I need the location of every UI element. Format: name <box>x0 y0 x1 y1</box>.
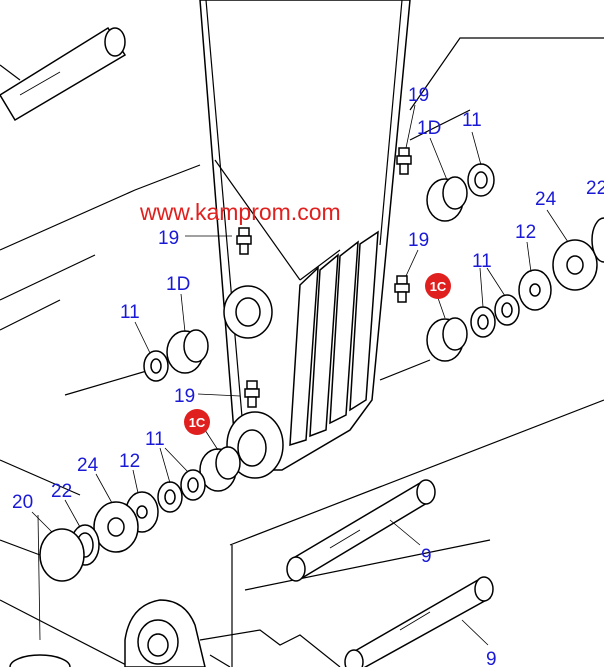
callout-1D-left: 1D <box>166 274 190 295</box>
callout-9-upper: 9 <box>421 546 432 567</box>
boom-arm <box>199 0 411 479</box>
seals-11-bottom <box>157 469 206 513</box>
leader-lines <box>31 104 569 646</box>
callout-11-right: 11 <box>472 251 492 272</box>
grease-fittings <box>236 147 412 408</box>
callout-19-top: 19 <box>408 85 429 106</box>
bushing-1C-right <box>426 317 468 362</box>
badges: 1C 1C <box>184 273 451 435</box>
frame-lines <box>0 37 604 667</box>
pin-upper-left <box>0 26 127 122</box>
callout-22-bottom: 22 <box>51 481 72 502</box>
callout-12-right: 12 <box>515 222 536 243</box>
pin-9-upper <box>286 479 436 582</box>
badge-1C-left <box>184 409 210 435</box>
callout-24-right: 24 <box>535 189 557 210</box>
seal-11-left <box>143 350 169 382</box>
callout-19-low: 19 <box>174 386 195 407</box>
ring-22-right <box>591 217 604 263</box>
callout-19-mid: 19 <box>408 230 429 251</box>
snap-ring-20 <box>39 528 85 582</box>
callout-11-top: 11 <box>462 110 482 131</box>
callout-19-left: 19 <box>158 228 179 249</box>
badge-1C-right-label: 1C <box>430 279 447 294</box>
callout-11-left: 11 <box>120 302 140 323</box>
bushing-1D-left <box>166 329 209 374</box>
callout-12-bottom: 12 <box>119 451 140 472</box>
washer-24-bottom <box>93 501 139 553</box>
callout-24-bottom: 24 <box>77 455 99 476</box>
bracket-bottom <box>9 599 341 667</box>
shim-12-right <box>518 269 552 311</box>
callout-11-bottom: 11 <box>145 429 165 450</box>
callout-22-top: 22 <box>586 178 604 199</box>
callout-20: 20 <box>12 492 33 513</box>
callout-9-lower: 9 <box>486 649 497 667</box>
badge-1C-left-label: 1C <box>189 415 206 430</box>
badge-1C-right <box>425 273 451 299</box>
seals-11-right <box>470 294 520 338</box>
bushing-1D-upper <box>426 176 468 222</box>
washer-24-right <box>552 239 598 291</box>
callouts: 19 1D 11 22 24 19 19 12 11 1D 11 19 11 2… <box>12 85 604 667</box>
pin-9-lower <box>344 576 494 667</box>
watermark: www.kamprom.com <box>139 199 341 225</box>
bushing-1C-left <box>199 446 241 492</box>
callout-1D-top: 1D <box>417 118 441 139</box>
seal-11-upper <box>467 163 495 197</box>
